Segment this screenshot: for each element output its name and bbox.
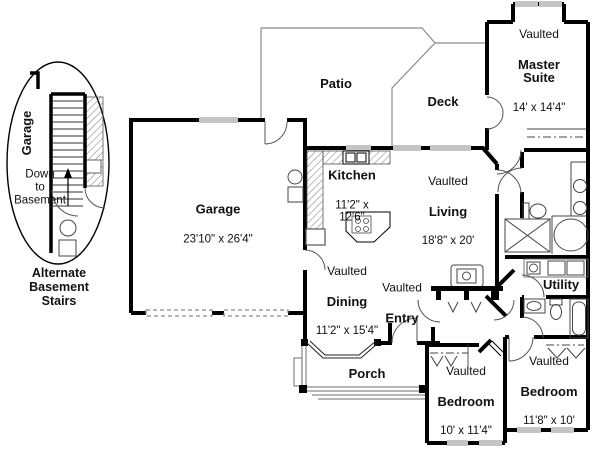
dryer-icon	[566, 260, 585, 276]
room-label-utility: Utility	[542, 277, 580, 293]
inset-caption-text: Alternate Basement Stairs	[29, 266, 89, 308]
windows	[199, 1, 574, 446]
inset-stairs-note-text: Down to Basement	[14, 168, 66, 207]
bedroom-door-leaf	[488, 340, 505, 357]
bathtub-icon	[551, 215, 589, 254]
master-closet	[527, 128, 586, 138]
bedroom-closets	[430, 344, 586, 367]
inset-door-arc	[84, 187, 106, 209]
inset-stairs-note: Down to Basement	[14, 152, 66, 225]
sink-icon	[523, 298, 546, 314]
room-label-kitchen: Kitchen 11'2" x 12'6"	[328, 167, 376, 224]
bath2-fixtures	[523, 298, 589, 339]
room-label-master-suite: Vaulted Master Suite 14' x 14'4"	[512, 26, 566, 114]
room-label-bedroom-right: Vaulted Bedroom 11'8" x 10'	[520, 353, 578, 428]
fireplace	[431, 264, 503, 314]
room-label-living: Vaulted Living 18'8" x 20'	[421, 173, 475, 248]
room-label-porch: Porch	[348, 366, 386, 382]
inset-door-arc	[51, 189, 79, 217]
bathtub-icon	[569, 298, 589, 339]
utility-fixtures	[523, 258, 589, 278]
garage-doors	[145, 309, 289, 317]
sink-icon	[573, 179, 587, 193]
room-label-deck: Deck	[427, 94, 459, 110]
stairs-arrow-icon	[64, 168, 72, 206]
patio-deck-outline	[260, 27, 486, 148]
room-label-garage: Garage 23'10" x 26'4"	[183, 201, 253, 246]
inset-caption: Alternate Basement Stairs	[29, 249, 89, 325]
inset-garage-text: Garage	[19, 110, 35, 156]
washer-icon	[547, 260, 566, 276]
kitchen-counter	[306, 150, 324, 230]
water-heater-icon	[287, 169, 304, 203]
vanity-counter	[570, 161, 586, 216]
exterior-walls	[129, 2, 590, 445]
sink-icon	[573, 201, 587, 215]
kitchen-island	[345, 211, 391, 243]
inset-basement-stairs	[6, 61, 110, 265]
closet-chevrons	[447, 301, 482, 314]
room-label-entry: Vaulted Entry	[382, 280, 422, 325]
refrigerator-icon	[305, 228, 326, 246]
laundry-sink-icon	[526, 261, 541, 275]
toilet-icon	[522, 202, 547, 220]
shower-icon	[504, 218, 551, 253]
kitchen-fixtures	[287, 150, 391, 246]
kitchen-sink-icon	[342, 150, 370, 165]
master-bath-fixtures	[504, 161, 589, 254]
room-label-dining: Vaulted Dining 11'2" x 15'4"	[315, 263, 379, 338]
dining-bay-window	[306, 340, 379, 359]
room-label-inset-garage: Garage	[3, 111, 51, 156]
room-label-patio: Patio	[320, 76, 352, 92]
toilet-icon	[549, 298, 563, 320]
room-label-bedroom-front: Vaulted Bedroom 10' x 11'4"	[437, 363, 495, 438]
door-arcs	[264, 96, 545, 362]
toilet-icon	[58, 219, 77, 257]
